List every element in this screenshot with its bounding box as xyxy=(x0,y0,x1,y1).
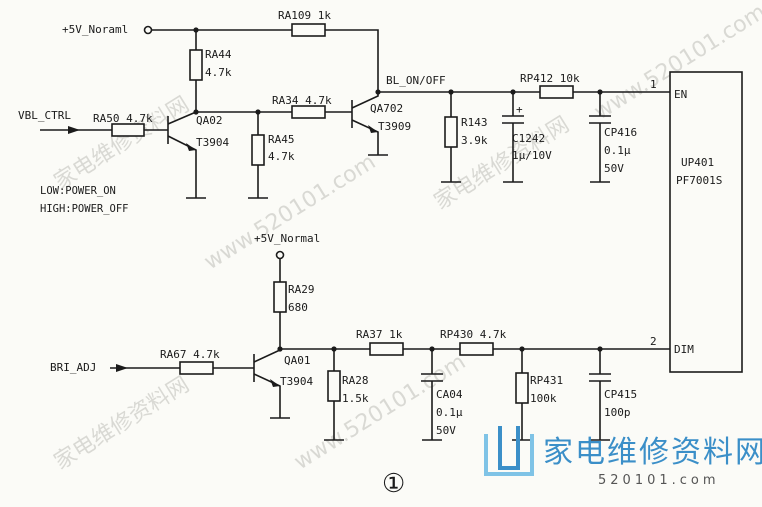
net-label-5v-normal-bottom: +5V_Normal xyxy=(254,232,320,245)
label-rp412: RP412 10k xyxy=(520,72,580,85)
junction xyxy=(193,27,199,33)
ic-pin2-number: 2 xyxy=(650,335,657,348)
label-rp430: RP430 4.7k xyxy=(440,328,507,341)
resistor-rp431 xyxy=(515,372,529,404)
label-rp431: RP431 xyxy=(530,374,563,387)
value-rp431: 100k xyxy=(530,392,557,405)
value-ra28: 1.5k xyxy=(342,392,369,405)
note-high: HIGH:POWER_OFF xyxy=(40,203,129,215)
svg-text:www.520101.com: www.520101.com xyxy=(200,150,380,276)
value-cp416-volt: 50V xyxy=(604,162,624,175)
value-cp415: 100p xyxy=(604,406,631,419)
resistor-ra44 xyxy=(189,49,203,81)
resistor-rp412 xyxy=(539,85,574,99)
svg-text:家电维修资料网: 家电维修资料网 xyxy=(50,92,194,195)
ic-pin2-name: DIM xyxy=(674,343,694,356)
brand-logo: 家电维修资料网 520101.com xyxy=(484,426,762,488)
resistor-ra34 xyxy=(291,105,326,119)
transistor-qa02 xyxy=(167,111,206,199)
label-ra29: RA29 xyxy=(288,283,315,296)
resistor-ra50 xyxy=(111,123,145,137)
value-r143: 3.9k xyxy=(461,134,488,147)
label-ra28: RA28 xyxy=(342,374,369,387)
resistor-rp430 xyxy=(459,342,494,356)
label-qa702: QA702 xyxy=(370,102,403,115)
label-ra34: RA34 4.7k xyxy=(272,94,332,107)
label-ra109: RA109 1k xyxy=(278,9,331,22)
label-qa02: QA02 xyxy=(196,114,223,127)
value-ra44: 4.7k xyxy=(205,66,232,79)
wire-5v-rail xyxy=(152,29,379,86)
net-5v-normal-top: +5V_Noraml xyxy=(62,23,153,36)
svg-text:家电维修资料网: 家电维修资料网 xyxy=(50,372,194,475)
value-c1242: 1μ/10V xyxy=(512,149,552,162)
ic-name: UP401 xyxy=(681,156,714,169)
value-ra29: 680 xyxy=(288,301,308,314)
ic-part-number: PF7001S xyxy=(676,174,722,187)
wire-ra28 xyxy=(324,349,344,441)
transistor-qa702 xyxy=(351,86,388,156)
power-terminal-bottom xyxy=(275,250,285,260)
net-label-bl-on-off: BL_ON/OFF xyxy=(386,74,446,87)
ic-up401 xyxy=(669,71,743,373)
label-ra37: RA37 1k xyxy=(356,328,403,341)
resistor-ra28 xyxy=(327,370,341,402)
resistor-ra109 xyxy=(291,23,326,37)
label-ra50: RA50 4.7k xyxy=(93,112,153,125)
wire-rp431 xyxy=(512,349,532,441)
ic-pin1-name: EN xyxy=(674,88,687,101)
capacitor-cp415 xyxy=(589,349,611,441)
value-ca04-volt: 50V xyxy=(436,424,456,437)
type-qa02: T3904 xyxy=(196,136,229,149)
note-low: LOW:POWER_ON xyxy=(40,185,116,197)
brand-site: 520101.com xyxy=(598,473,720,488)
type-qa01: T3904 xyxy=(280,375,313,388)
value-ra45: 4.7k xyxy=(268,150,295,163)
label-cp415: CP415 xyxy=(604,388,637,401)
type-qa702: T3909 xyxy=(378,120,411,133)
net-label-bri-adj: BRI_ADJ xyxy=(50,361,96,374)
wire-r143 xyxy=(441,92,461,183)
label-c1242: C1242 xyxy=(512,132,545,145)
logo-icon xyxy=(484,434,534,476)
ic-pin1-number: 1 xyxy=(650,78,657,91)
capacitor-ca04 xyxy=(421,349,443,441)
brand-text: 家电维修资料网 xyxy=(543,435,762,470)
resistor-ra37 xyxy=(369,342,404,356)
power-terminal-top xyxy=(143,25,153,35)
resistor-r143 xyxy=(444,116,458,148)
label-ra45: RA45 xyxy=(268,133,295,146)
value-ca04-cap: 0.1μ xyxy=(436,406,463,419)
label-ra67: RA67 4.7k xyxy=(160,348,220,361)
net-label-5v-normal-top: +5V_Noraml xyxy=(62,23,128,36)
resistor-ra29 xyxy=(273,281,287,313)
resistor-ra45 xyxy=(251,134,265,166)
resistor-ra67 xyxy=(179,361,214,375)
svg-text:+: + xyxy=(516,103,523,116)
label-cp416: CP416 xyxy=(604,126,637,139)
label-ca04: CA04 xyxy=(436,388,463,401)
value-cp416-cap: 0.1μ xyxy=(604,144,631,157)
label-r143: R143 xyxy=(461,116,488,129)
label-qa01: QA01 xyxy=(284,354,311,367)
figure-number: ① xyxy=(382,469,405,499)
capacitor-cp416 xyxy=(589,92,611,183)
wire-ra45 xyxy=(248,112,268,199)
input-arrow-icon xyxy=(68,126,80,134)
background-watermark: 家电维修资料网 www.520101.com 家电维修资料网 www.52010… xyxy=(50,0,762,475)
label-ra44: RA44 xyxy=(205,48,232,61)
input-arrow-icon xyxy=(116,364,128,372)
transistor-qa01 xyxy=(253,338,290,419)
capacitor-c1242: + xyxy=(502,92,524,183)
net-label-vbl-ctrl: VBL_CTRL xyxy=(18,109,71,122)
